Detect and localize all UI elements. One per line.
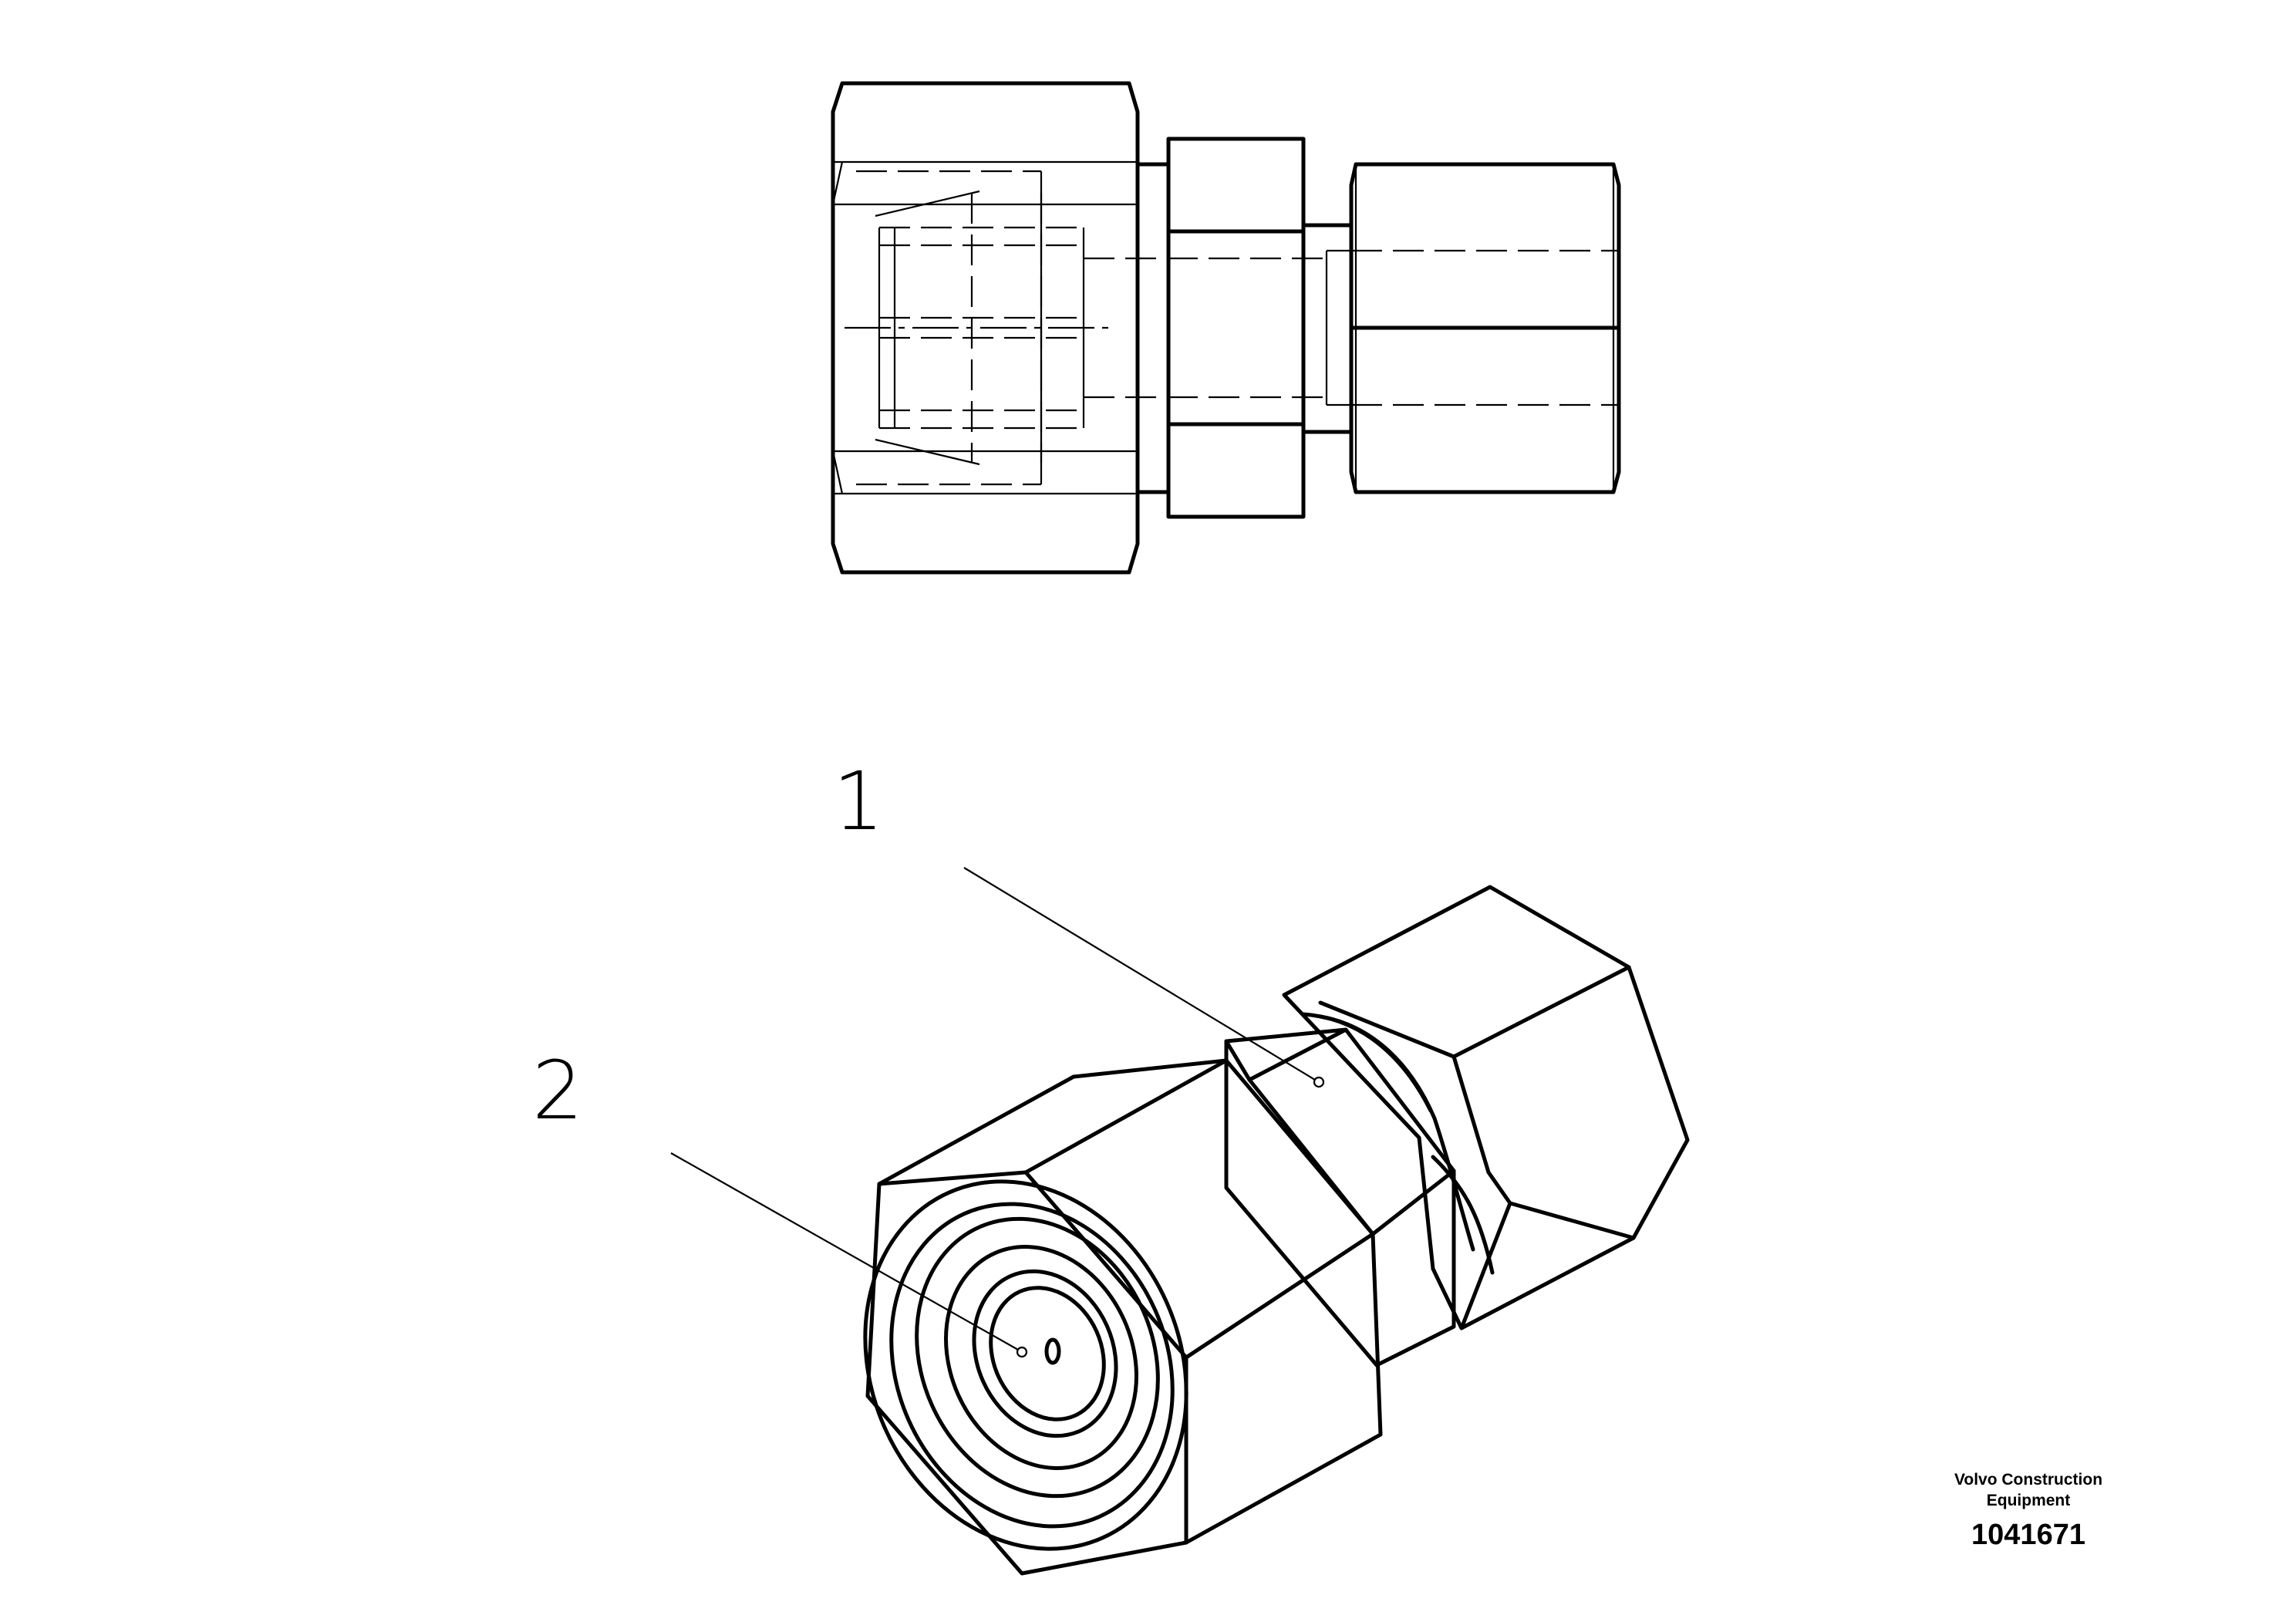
iso-right-nut bbox=[1282, 885, 1690, 1330]
figure-number: 1041671 bbox=[1971, 1519, 2085, 1551]
isometric-view bbox=[863, 885, 1690, 1576]
callout-1: 1 bbox=[833, 754, 1325, 1088]
callout-2-leader bbox=[670, 1152, 1019, 1351]
callout-2-dot bbox=[1016, 1346, 1028, 1358]
callout-1-dot bbox=[1313, 1076, 1325, 1088]
callout-2: 2 bbox=[532, 1044, 1028, 1358]
callout-1-leader bbox=[963, 867, 1316, 1081]
side-view bbox=[831, 81, 1621, 575]
company-name-line2: Equipment bbox=[1986, 1492, 2071, 1509]
drawing-reference: Volvo Construction Equipment 1041671 bbox=[1905, 1469, 2152, 1552]
side-view-right-hex bbox=[1349, 162, 1621, 494]
callout-1-number: 1 bbox=[833, 754, 884, 848]
side-view-middle-hex bbox=[1166, 137, 1306, 519]
callout-2-number: 2 bbox=[532, 1044, 583, 1138]
side-view-left-nut bbox=[831, 81, 1140, 575]
side-view-hidden-lines bbox=[856, 170, 1619, 486]
iso-bore-hole bbox=[1044, 1337, 1061, 1365]
iso-end-face bbox=[863, 1179, 1188, 1551]
company-name-line1: Volvo Construction bbox=[1954, 1471, 2103, 1489]
